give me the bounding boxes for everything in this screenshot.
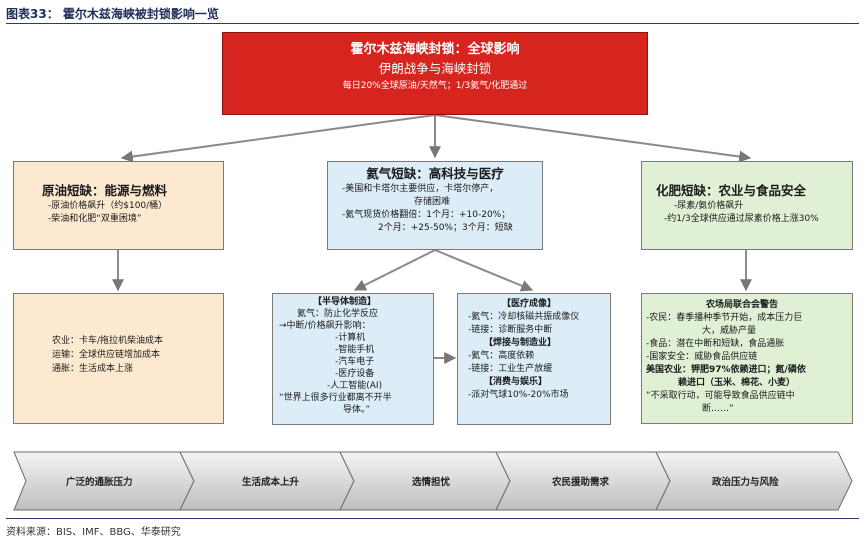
farm-line: 断……” xyxy=(702,404,734,414)
semi-line: -汽车电子 xyxy=(335,357,375,367)
medical-line: -氦气：高度依赖 xyxy=(468,351,535,361)
chain-label-5: 政治压力与风险 xyxy=(712,477,779,488)
semi-line: -计算机 xyxy=(335,333,366,343)
arrow-top-to-oil xyxy=(120,114,436,163)
semi-line: 【半导体制造】 xyxy=(313,297,377,307)
semi-line: 氦气：防止化学反应 xyxy=(297,309,379,319)
oil-impact-line: 农业：卡车/拖拉机柴油成本 xyxy=(52,336,164,346)
semi-line: -医疗设备 xyxy=(335,369,375,379)
fertilizer-shortage-box: 化肥短缺：农业与食品安全 -尿素/氨价格飙升 -约1/3全球供应通过尿素价格上涨… xyxy=(641,161,853,250)
arrow-top-to-fert xyxy=(434,114,752,163)
semi-line: →中断/价格飙升影响： xyxy=(279,321,371,331)
farm-warning-box: 农场局联合会警告 -农民：春季播种季节开始，成本压力巨 大，威胁产量 -食品：潜… xyxy=(641,293,853,424)
helium-shortage-box: 氦气短缺：高科技与医疗 -美国和卡塔尔主要供应，卡塔尔停产， 存储困难 -氦气现… xyxy=(327,161,543,250)
helium-line: 存储困难 xyxy=(414,197,451,207)
helium-header: 氦气短缺：高科技与医疗 xyxy=(366,166,504,181)
farm-line: -农民：春季播种季节开始，成本压力巨 xyxy=(646,313,803,323)
oil-line: -柴油和化肥“双重困境” xyxy=(48,214,142,224)
arrow-helium-to-semi xyxy=(353,249,436,291)
arrow-helium-to-medical xyxy=(434,249,534,292)
oil-impact-line: 运输：全球供应链增加成本 xyxy=(52,350,161,360)
source-note: 资料来源：BIS、IMF、BBG、华泰研究 xyxy=(6,527,181,538)
farm-line: 美国农业：钾肥97%依赖进口；氮/磷依 xyxy=(646,365,806,375)
oil-header: 原油短缺：能源与燃料 xyxy=(42,183,168,198)
farm-line: “不采取行动，可能导致食品供应链中 xyxy=(646,391,795,401)
medical-line: -氦气：冷却核磁共振成像仪 xyxy=(468,312,580,322)
chain-label-4: 农民援助需求 xyxy=(552,477,610,488)
chain-label-3: 选情担忧 xyxy=(412,477,451,488)
root-note: 每日20%全球原油/天然气；1/3氦气/化肥通过 xyxy=(342,81,528,91)
semi-line: 导体。” xyxy=(343,405,371,415)
oil-impact-line: 通胀：生活成本上涨 xyxy=(52,364,134,374)
chain-stage-5 xyxy=(655,451,853,511)
medical-line: 【医疗成像】 xyxy=(502,299,557,309)
semiconductor-box: 【半导体制造】 氦气：防止化学反应 →中断/价格飙升影响： -计算机 -智能手机… xyxy=(272,293,434,425)
root-subtitle: 伊朗战争与海峡封锁 xyxy=(378,61,492,76)
oil-line: -原油价格飙升（约$100/桶） xyxy=(48,201,168,211)
farm-line: -国家安全：威胁食品供应链 xyxy=(646,352,758,362)
medical-line: -链接：工业生产放缓 xyxy=(468,364,553,374)
farm-line: 赖进口（玉米、棉花、小麦） xyxy=(678,378,796,388)
medical-line: 【消费与娱乐】 xyxy=(484,377,548,387)
fert-line: -尿素/氨价格飙升 xyxy=(674,201,744,211)
helium-line: -美国和卡塔尔主要供应，卡塔尔停产， xyxy=(342,184,499,194)
medical-industry-box: 【医疗成像】 -氦气：冷却核磁共振成像仪 -链接：诊断服务中断 【焊接与制造业】… xyxy=(457,293,611,425)
semi-line: “世界上很多行业都离不开半 xyxy=(279,393,392,403)
helium-line: -氦气现货价格翻倍：1个月：+10-20%； xyxy=(342,210,511,220)
farm-line: -食品：潜在中断和短缺，食品通胀 xyxy=(646,339,785,349)
root-title: 霍尔木兹海峡封锁：全球影响 xyxy=(350,42,520,57)
semi-line: -人工智能(AI) xyxy=(327,381,383,391)
medical-line: -链接：诊断服务中断 xyxy=(468,325,553,335)
farm-line: 大，威胁产量 xyxy=(702,326,757,336)
title-divider xyxy=(6,23,859,24)
helium-line: 2个月：+25-50%；3个月：短缺 xyxy=(378,223,513,233)
fert-line: -约1/3全球供应通过尿素价格上涨30% xyxy=(664,214,819,224)
medical-line: -派对气球10%-20%市场 xyxy=(468,390,569,400)
oil-shortage-box: 原油短缺：能源与燃料 -原油价格飙升（约$100/桶） -柴油和化肥“双重困境” xyxy=(13,161,224,250)
chain-label-1: 广泛的通胀压力 xyxy=(66,477,133,488)
chain-label-2: 生活成本上升 xyxy=(242,477,300,488)
medical-line: 【焊接与制造业】 xyxy=(484,338,557,348)
figure-title: 图表33： 霍尔木兹海峡被封锁影响一览 xyxy=(6,7,219,21)
semi-line: -智能手机 xyxy=(335,345,375,355)
fert-header: 化肥短缺：农业与食品安全 xyxy=(656,183,807,198)
footer-divider xyxy=(6,518,859,519)
oil-impact-box: 农业：卡车/拖拉机柴油成本 运输：全球供应链增加成本 通胀：生活成本上涨 xyxy=(13,293,224,424)
root-impact-box: 霍尔木兹海峡封锁：全球影响 伊朗战争与海峡封锁 每日20%全球原油/天然气；1/… xyxy=(222,32,648,115)
farm-line: 农场局联合会警告 xyxy=(706,300,779,310)
